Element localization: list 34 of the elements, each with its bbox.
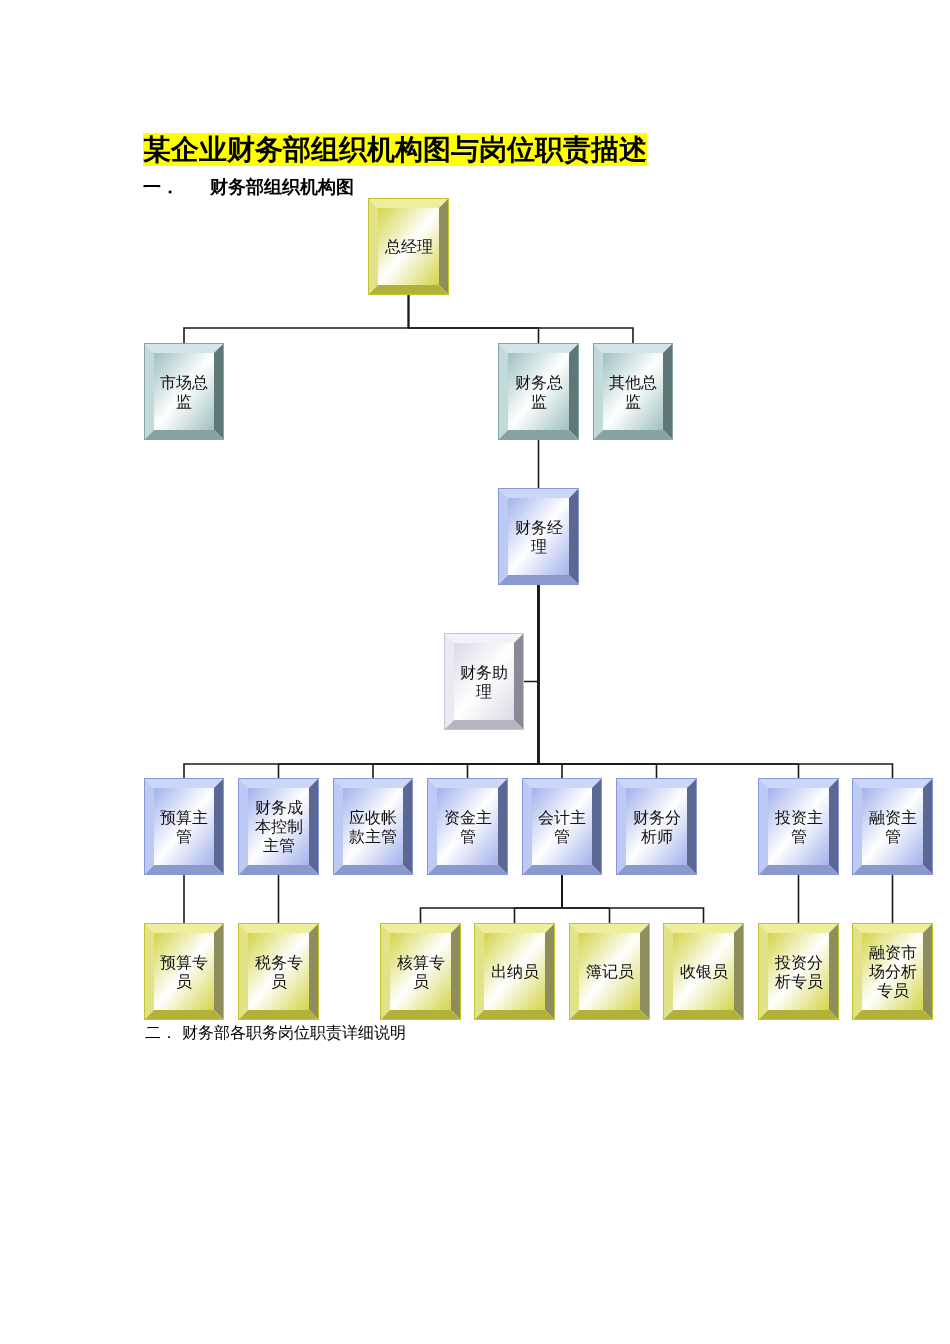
position-box: 其他总监 [593,343,673,440]
connector-line [537,439,540,489]
position-box: 融资主管 [852,778,933,875]
section-heading: 财务部各职务岗位职责详细说明 [182,1023,406,1043]
position-box: 资金主管 [427,778,508,875]
section-heading: 财务部组织机构图 [210,176,354,198]
position-box: 投资分析专员 [758,923,839,1020]
position-box: 财务成本控制主管 [238,778,319,875]
position-box: 总经理 [368,198,449,295]
position-box: 财务总监 [498,343,579,440]
position-box: 市场总监 [144,343,224,440]
position-box: 收银员 [663,923,744,1020]
position-box: 财务经理 [498,488,579,585]
connector-line [183,874,185,924]
connector-line [797,874,800,924]
position-box: 核算专员 [380,923,461,1020]
position-box: 预算主管 [144,778,224,875]
section-number: 二． [145,1023,177,1043]
connector-line [407,294,634,344]
connector-line [891,874,894,924]
section-number: 一． [143,176,179,198]
position-box: 融资市场分析专员 [852,923,933,1020]
connector-line [277,874,280,924]
position-box: 应收帐款主管 [333,778,413,875]
position-box: 会计主管 [522,778,602,875]
position-box: 投资主管 [758,778,839,875]
position-box: 财务分析师 [616,778,697,875]
position-box: 预算专员 [144,923,224,1020]
connector-line [561,874,705,924]
position-box: 簿记员 [569,923,650,1020]
position-box: 财务助理 [444,633,524,730]
position-box: 税务专员 [238,923,319,1020]
title: 某企业财务部组织机构图与岗位职责描述 [143,133,647,166]
position-box: 出纳员 [474,923,555,1020]
